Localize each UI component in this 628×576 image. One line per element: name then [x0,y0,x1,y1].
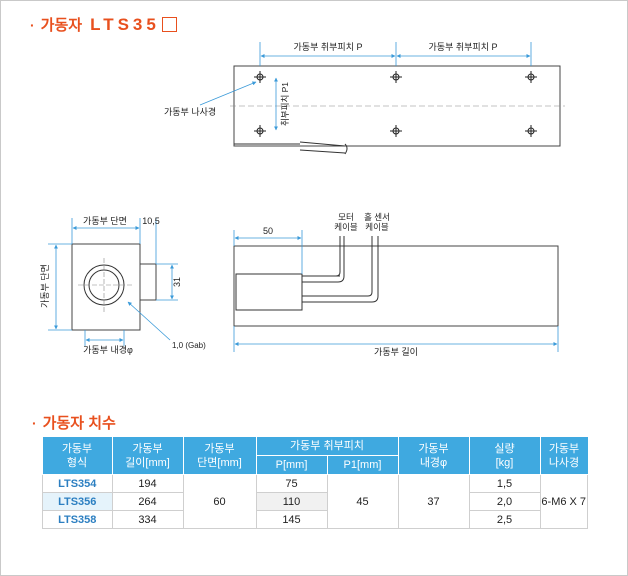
section-extension-label: 10,5 [142,216,160,226]
dim-50-label: 50 [263,226,273,236]
header-p1: P1[mm] [327,455,399,475]
cell-length: 334 [111,510,184,529]
technical-drawing: 가동부 취부피치 P 가동부 취부피치 P 취부피치 P1 가동부 나사경 가동… [40,41,565,357]
section-height-label: 가동부 단면 [40,264,50,308]
section-view [48,218,178,346]
heading-model: LTS35 [90,14,160,34]
header-p: P[mm] [256,455,328,475]
table-row: LTS356 264 110 2,0 [42,492,588,511]
heading-bullet: · [30,16,35,33]
heading-title: 가동자 [40,17,83,34]
cell-screw: 6-M6 X 7 [539,474,588,529]
heading-box-icon [161,17,177,32]
dim-31-label: 31 [172,277,182,287]
cell-weight: 2,5 [468,510,541,529]
page-heading: · 가동자 LTS35 [30,14,177,35]
side-view [233,230,559,352]
cell-model: LTS358 [42,510,113,529]
top-view [199,42,565,155]
cell-p1: 45 [326,474,399,529]
cell-model: LTS356 [42,492,113,511]
cell-model: LTS354 [42,474,113,493]
dimensions-bullet: · [32,414,37,431]
pitch-p1-label: 취부피치 P1 [280,82,290,126]
motor-cable-label-line2: 케이블 [334,222,358,232]
pitch-p-left-label: 가동부 취부피치 P [294,41,363,52]
inner-diameter-label: 가동부 내경φ [83,344,133,355]
pitch-p-right-label: 가동부 취부피치 P [429,41,498,52]
header-pitch: 가동부 취부피치 [256,437,399,456]
length-label: 가동부 길이 [374,347,418,357]
cell-weight: 1,5 [468,474,541,493]
motor-cable-label-line1: 모터 [338,212,354,222]
table-row: LTS354 194 60 75 45 37 1,5 6-M6 X 7 [42,474,588,529]
cell-length: 194 [111,474,184,493]
table-row: LTS358 334 145 2,5 [42,510,588,529]
cell-section: 60 [182,474,257,529]
hall-cable-label-line1: 홀 센서 [364,212,390,222]
dimensions-heading: · 가동자 치수 [32,412,116,433]
gap-label: 1,0 (Gab) [172,341,206,350]
dimensions-title: 가동자 치수 [42,415,116,432]
hall-cable-label-line2: 케이블 [365,222,389,232]
cell-weight: 2,0 [468,492,541,511]
cell-p: 75 [255,474,328,493]
cell-length: 264 [111,492,184,511]
section-width-label: 가동부 단면 [83,216,127,226]
header-weight: 실량[kg] [469,437,541,475]
screw-label: 가동부 나사경 [164,106,216,117]
cell-p: 110 [255,492,328,511]
cell-p: 145 [255,510,328,529]
cell-inner: 37 [397,474,470,529]
